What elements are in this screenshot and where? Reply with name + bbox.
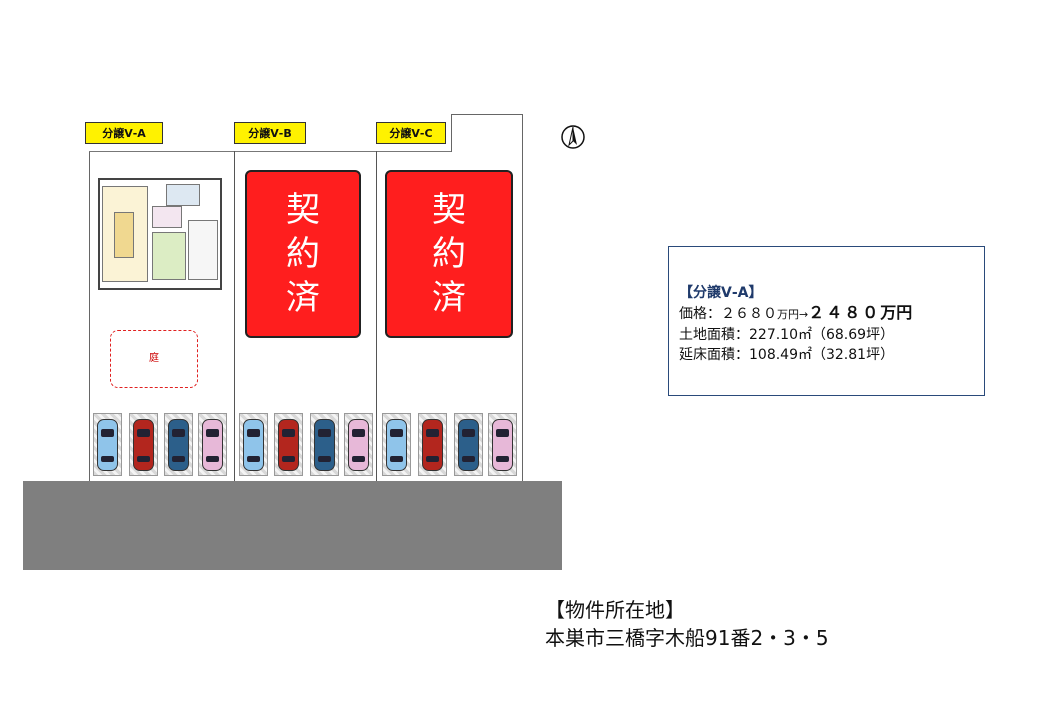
sold-char-1: 契	[286, 190, 320, 230]
address-value: 本巣市三橋字木船91番2・3・5	[545, 626, 829, 650]
road	[23, 481, 562, 570]
site-outline	[89, 151, 523, 481]
lot-divider-ab	[234, 151, 235, 481]
info-title: 【分譲Ⅴ-A】	[679, 285, 763, 301]
sold-block-b: 契 約 済	[245, 170, 361, 338]
parking-space	[93, 413, 122, 476]
car-icon	[202, 419, 223, 471]
sold-char-1: 契	[432, 190, 466, 230]
plan-hall	[188, 220, 218, 280]
car-icon	[97, 419, 118, 471]
property-info-box: 【分譲Ⅴ-A】 価格：２６８０万円→２４８０万円 土地面積：227.10㎡（68…	[668, 246, 985, 396]
car-icon	[492, 419, 513, 471]
sold-char-3: 済	[286, 278, 320, 318]
parking-space	[454, 413, 483, 476]
lot-tag-c: 分譲Ⅴ-C	[376, 122, 446, 144]
price-label: 価格：	[679, 306, 721, 322]
parking-space	[488, 413, 517, 476]
lot-tag-b: 分譲Ⅴ-B	[234, 122, 306, 144]
parking-space	[418, 413, 447, 476]
sold-char-2: 約	[286, 234, 320, 274]
price-new: ２４８０	[808, 303, 881, 322]
plan-japanese-room	[152, 232, 186, 280]
info-price: 価格：２６８０万円→２４８０万円	[679, 303, 984, 325]
info-floor-area: 延床面積：108.49㎡（32.81坪）	[679, 347, 895, 363]
car-icon	[168, 419, 189, 471]
parking-space	[382, 413, 411, 476]
car-icon	[133, 419, 154, 471]
sold-char-3: 済	[432, 278, 466, 318]
plan-storage	[152, 206, 182, 228]
garden-area: 庭	[110, 330, 198, 388]
parking-space	[129, 413, 158, 476]
parking-space	[344, 413, 373, 476]
parking-space	[198, 413, 227, 476]
lot-tag-a: 分譲Ⅴ-A	[85, 122, 163, 144]
car-icon	[458, 419, 479, 471]
sold-char-2: 約	[432, 234, 466, 274]
plan-kitchen	[114, 212, 134, 258]
floor-plan	[98, 178, 222, 290]
parking-space	[164, 413, 193, 476]
car-icon	[422, 419, 443, 471]
parking-space	[310, 413, 339, 476]
car-icon	[348, 419, 369, 471]
price-old: ２６８０	[721, 306, 777, 322]
site-top-notch	[451, 114, 523, 152]
plan-bath	[166, 184, 200, 206]
parking-space	[239, 413, 268, 476]
price-new-unit: 万円	[880, 303, 913, 322]
price-old-unit: 万円→	[777, 308, 809, 321]
car-icon	[386, 419, 407, 471]
parking-space	[274, 413, 303, 476]
car-icon	[314, 419, 335, 471]
address-heading: 【物件所在地】	[545, 598, 685, 622]
lot-divider-bc	[376, 151, 377, 481]
info-land-area: 土地面積：227.10㎡（68.69坪）	[679, 327, 895, 343]
car-icon	[278, 419, 299, 471]
car-icon	[243, 419, 264, 471]
site-top-edge-a	[89, 151, 451, 152]
sold-block-c: 契 約 済	[385, 170, 513, 338]
north-arrow-icon	[561, 125, 585, 149]
